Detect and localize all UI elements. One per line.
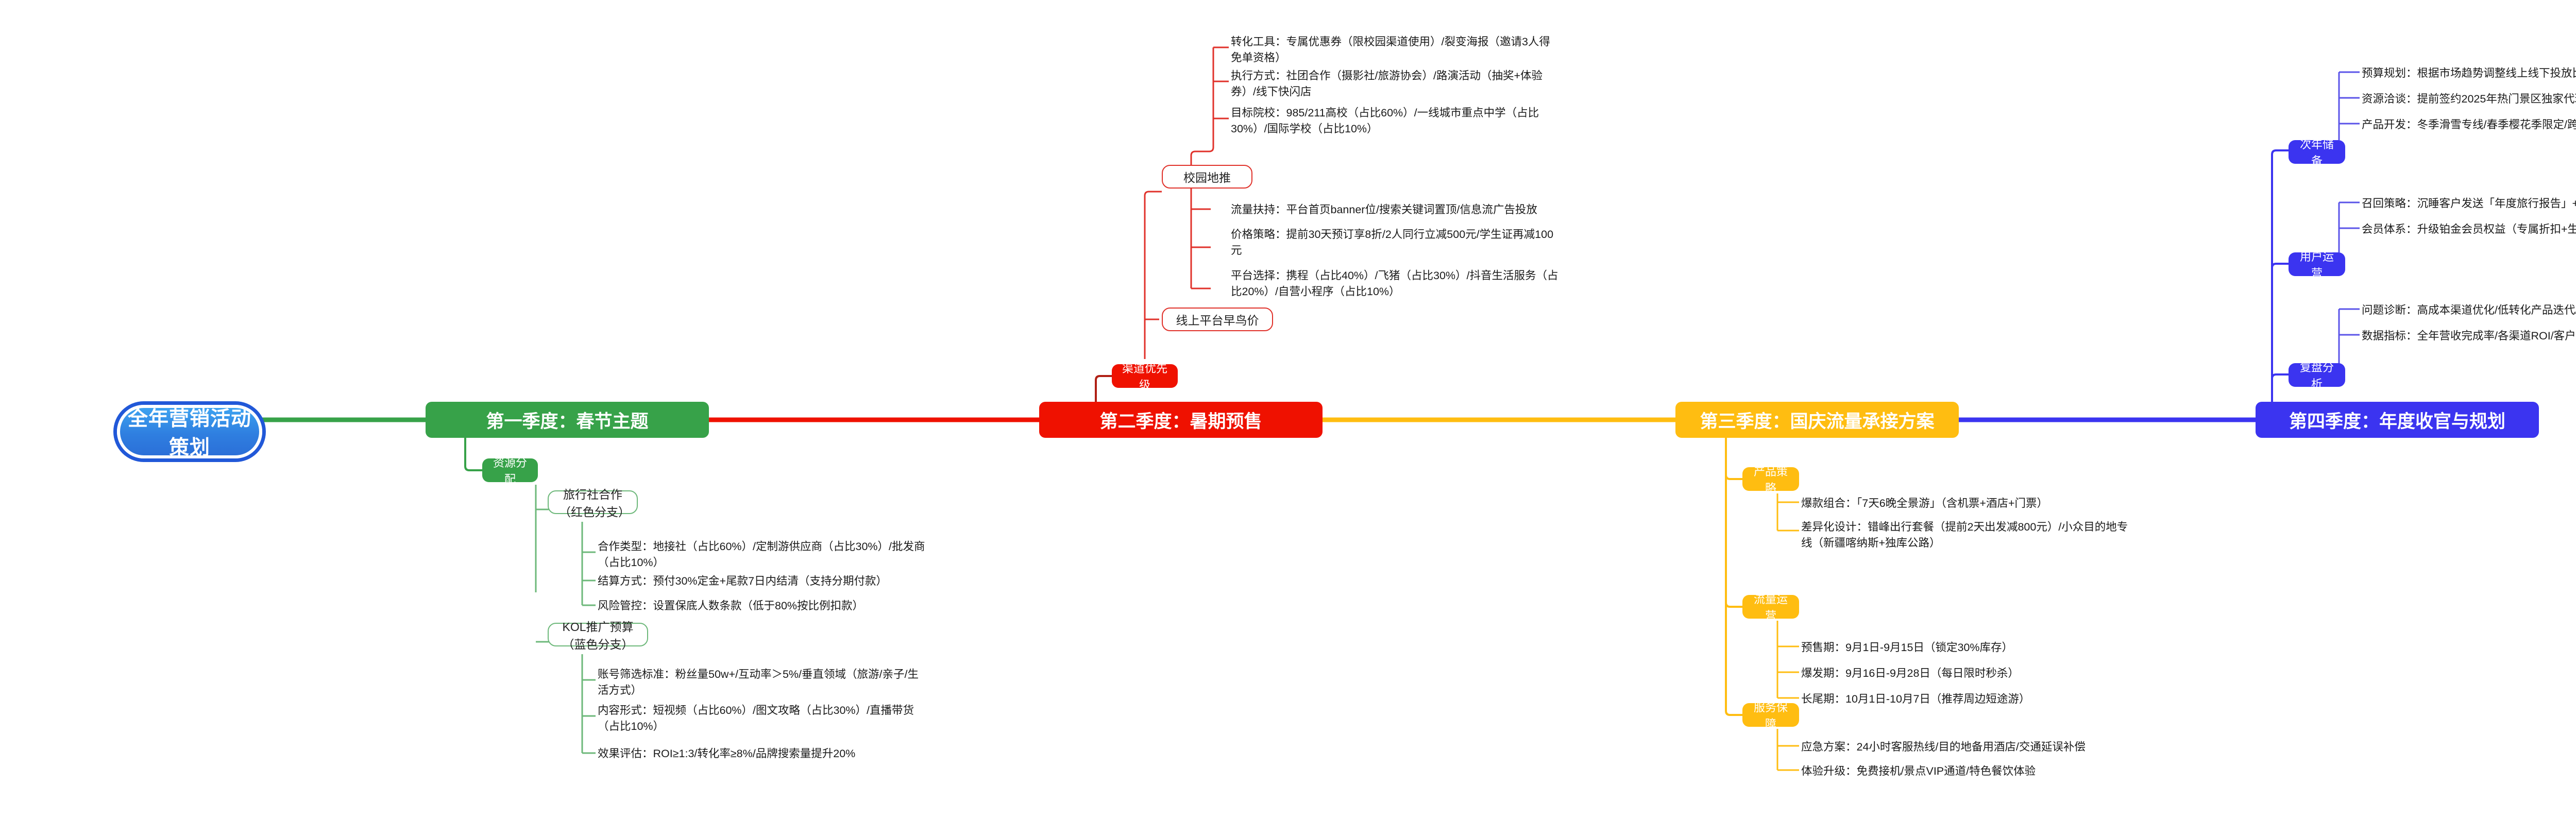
leaf-item: 召回策略：沉睡客户发送「年度旅行报告」+500元复购券 xyxy=(2362,197,2576,210)
leaf-item: 体验升级：免费接机/景点VIP通道/特色餐饮体验 xyxy=(1801,765,2036,777)
group-node-q3-traffic-ops[interactable]: 流量运营 xyxy=(1742,593,1799,622)
leaf-item: 长尾期：10月1日-10月7日（推荐周边短途游） xyxy=(1801,693,2030,705)
quarter-label-q4: 第四季度：年度收官与规划 xyxy=(2289,411,2505,432)
group-label: 渠道优先级 xyxy=(1122,362,1167,391)
leaf-item: 转化工具：专属优惠券（限校园渠道使用）/裂变海报（邀请3人得免单资格） xyxy=(1231,36,1550,64)
leaf-item: 价格策略：提前30天预订享8折/2人同行立减500元/学生证再减100元 xyxy=(1231,228,1554,257)
subgroup-node-travel-agency[interactable]: 旅行社合作（红色分支） xyxy=(548,488,638,519)
leaf-item: 流量扶持：平台首页banner位/搜索关键词置顶/信息流广告投放 xyxy=(1231,203,1537,216)
group-node-q4-user-ops[interactable]: 用户运营 xyxy=(2289,250,2345,280)
leaf-item: 执行方式：社团合作（摄影社/旅游协会）/路演活动（抽奖+体验券）/线下快闪店 xyxy=(1231,70,1543,98)
quarter-node-q4[interactable]: 第四季度：年度收官与规划 xyxy=(2256,402,2539,438)
quarter-label-q2: 第二季度：暑期预售 xyxy=(1099,411,1262,432)
leaf-item: 结算方式：预付30%定金+尾款7日内结清（支持分期付款） xyxy=(598,575,888,587)
group-node-q1-resource[interactable]: 资源分配 xyxy=(482,456,538,486)
leaf-item: 产品开发：冬季滑雪专线/春季樱花季限定/跨境邮轮新品 xyxy=(2362,118,2576,131)
group-node-q2-channel-priority[interactable]: 渠道优先级 xyxy=(1112,362,1178,391)
leaf-item: 差异化设计：错峰出行套餐（提前2天出发减800元）/小众目的地专线（新疆喀纳斯+… xyxy=(1801,521,2128,549)
quarter-node-q2[interactable]: 第二季度：暑期预售 xyxy=(1039,402,1323,438)
leaf-item: 平台选择：携程（占比40%）/飞猪（占比30%）/抖音生活服务（占比20%）/自… xyxy=(1231,269,1558,298)
group-label: 用户运营 xyxy=(2299,250,2334,280)
subgroup-label: KOL推广预算（蓝色分支） xyxy=(562,620,634,651)
subgroup-label: 线上平台早鸟价 xyxy=(1176,314,1259,327)
subgroup-label: 校园地推 xyxy=(1183,171,1231,184)
leaf-item: 爆款组合：「7天6晚全景游」（含机票+酒店+门票） xyxy=(1801,497,2048,509)
subgroup-node-kol-budget[interactable]: KOL推广预算（蓝色分支） xyxy=(548,620,648,651)
leaf-item: 会员体系：升级铂金会员权益（专属折扣+生日礼遇） xyxy=(2362,223,2576,235)
subgroup-node-online-earlybird[interactable]: 线上平台早鸟价 xyxy=(1162,308,1273,331)
group-node-q3-product-strategy[interactable]: 产品策略 xyxy=(1742,465,1799,494)
quarter-node-q3[interactable]: 第三季度：国庆流量承接方案 xyxy=(1675,402,1959,438)
leaf-item: 合作类型：地接社（占比60%）/定制游供应商（占比30%）/批发商（占比10%） xyxy=(598,540,925,569)
leaf-item: 目标院校：985/211高校（占比60%）/一线城市重点中学（占比30%）/国际… xyxy=(1231,107,1539,135)
leaf-item: 预售期：9月1日-9月15日（锁定30%库存） xyxy=(1801,641,2013,654)
leaf-item: 问题诊断：高成本渠道优化/低转化产品迭代/服务漏洞修复 xyxy=(2362,304,2576,316)
group-label: 复盘分析 xyxy=(2299,361,2334,390)
group-node-q4-next-year-reserve[interactable]: 次年储备 xyxy=(2289,138,2345,167)
leaf-item: 应急方案：24小时客服热线/目的地备用酒店/交通延误补偿 xyxy=(1801,741,2086,753)
quarter-label-q1: 第一季度：春节主题 xyxy=(486,411,649,432)
subgroup-node-campus-promotion[interactable]: 校园地推 xyxy=(1162,165,1252,189)
root-node[interactable]: 全年营销活动策划 xyxy=(117,405,262,459)
subgroup-label: 旅行社合作（红色分支） xyxy=(559,488,630,519)
leaf-item: 账号筛选标准：粉丝量50w+/互动率＞5%/垂直领域（旅游/亲子/生活方式） xyxy=(598,668,919,696)
group-label: 次年储备 xyxy=(2299,138,2334,167)
quarter-node-q1[interactable]: 第一季度：春节主题 xyxy=(426,402,709,438)
group-label: 产品策略 xyxy=(1753,465,1788,494)
leaf-item: 内容形式：短视频（占比60%）/图文攻略（占比30%）/直播带货（占比10%） xyxy=(598,704,914,732)
leaf-item: 爆发期：9月16日-9月28日（每日限时秒杀） xyxy=(1801,667,2019,679)
leaf-item: 数据指标：全年营收完成率/各渠道ROI/客户满意度NPS值 xyxy=(2362,330,2576,342)
root-label: 全年营销活动策划 xyxy=(127,408,251,459)
group-label: 流量运营 xyxy=(1753,593,1788,622)
group-node-q3-service-guarantee[interactable]: 服务保障 xyxy=(1742,701,1799,730)
leaf-item: 资源洽谈：提前签约2025年热门景区独家代理权 xyxy=(2362,93,2576,105)
leaf-item: 效果评估：ROI≥1:3/转化率≥8%/品牌搜索量提升20% xyxy=(598,747,856,760)
group-node-q4-review-analysis[interactable]: 复盘分析 xyxy=(2289,361,2345,390)
quarter-label-q3: 第三季度：国庆流量承接方案 xyxy=(1700,411,1935,432)
leaf-item: 风险管控：设置保底人数条款（低于80%按比例扣款） xyxy=(598,600,864,612)
group-label: 服务保障 xyxy=(1753,701,1788,730)
leaf-item: 预算规划：根据市场趋势调整线上线下投放比例（建议6:4） xyxy=(2362,67,2576,79)
group-label: 资源分配 xyxy=(493,456,527,486)
